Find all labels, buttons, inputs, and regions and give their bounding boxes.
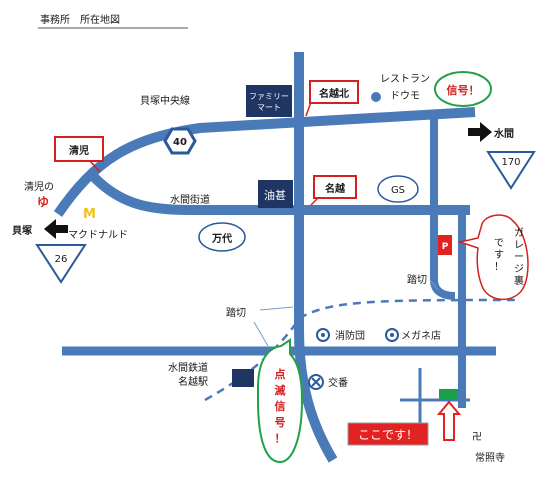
glasses-shop-icon-dot xyxy=(390,333,394,337)
blink-char-2: 信 xyxy=(275,399,286,413)
blink-char-4: ！ xyxy=(275,432,286,445)
fire-station-icon-dot xyxy=(321,333,325,337)
garage-char-0: ガ xyxy=(514,227,524,239)
kiyoko-label: 清児 xyxy=(69,144,89,157)
parking-box: P xyxy=(438,235,452,255)
blink-char-0: 点 xyxy=(275,367,286,381)
here-label: ここです！ xyxy=(358,428,418,442)
nagoshi-kita-label: 名越北 xyxy=(319,87,349,100)
garage-char-7: ！ xyxy=(494,262,504,273)
police-box-label: 交番 xyxy=(328,376,348,389)
mcdonalds-logo-icon: M xyxy=(83,207,96,222)
route-170-shield: 170 xyxy=(486,151,536,190)
family-mart-line1: ファミリー xyxy=(249,92,289,101)
mizuma-kaido-road xyxy=(88,171,470,215)
route-26-label: 26 xyxy=(55,254,68,265)
fumikiri-left-pointer xyxy=(259,306,294,311)
fumikiri-right-label: 踏切 xyxy=(407,273,427,286)
fumikiri-right-pointer xyxy=(429,279,439,291)
black-arrow-left-icon xyxy=(44,219,68,239)
kiyoko-box: 清児 xyxy=(54,136,104,173)
red-arrow-up-icon xyxy=(436,400,462,441)
restaurant-line1: レストラン xyxy=(380,73,430,85)
mcdonalds-label: マクドナルド xyxy=(68,229,128,241)
route-170-label: 170 xyxy=(501,157,520,168)
railway-line xyxy=(204,298,521,402)
mizuma-arrow-label: 水間 xyxy=(493,127,514,140)
station-line2: 名越駅 xyxy=(178,375,208,388)
station-line1: 水間鉄道 xyxy=(168,361,208,374)
garage-char-1: レ xyxy=(514,240,524,251)
signal-label: 信号！ xyxy=(447,83,480,97)
family-mart-line2: マート xyxy=(257,103,281,112)
restaurant-line2: ドウモ xyxy=(390,90,420,102)
nagoshi-box: 名越 xyxy=(310,175,357,206)
family-mart-box: ファミリー マート xyxy=(246,85,292,117)
right-vertical-road xyxy=(430,114,456,300)
aburaji-label: 油甚 xyxy=(264,188,286,202)
manji-icon: 卍 xyxy=(472,431,482,443)
garage-char-5: で xyxy=(494,238,504,249)
glasses-shop-label: メガネ店 xyxy=(401,329,441,342)
kaizuka-chuo-label: 貝塚中央線 xyxy=(140,94,190,107)
parking-label: P xyxy=(442,242,449,252)
blink-char-3: 号 xyxy=(275,416,286,429)
temple-branch-road xyxy=(400,368,470,425)
mandai: 万代 xyxy=(198,222,246,252)
page-title: 事務所 所在地図 xyxy=(40,13,120,26)
kaizuka-arrow-label: 貝塚 xyxy=(12,224,32,237)
mizuma-kaido-label: 水間街道 xyxy=(170,193,210,206)
route-40-shield: 40 xyxy=(163,127,197,155)
gas-station-label: GS xyxy=(391,185,405,196)
kiyoko-no-label: 清児の xyxy=(24,180,54,193)
fumikiri-left-label: 踏切 xyxy=(226,306,246,319)
blink-signal-bubble: 点 滅 信 号 ！ xyxy=(257,338,304,464)
gas-station: GS xyxy=(377,175,419,203)
here-label-box: ここです！ xyxy=(347,422,429,446)
route-40-label: 40 xyxy=(173,137,187,148)
garage-char-6: す xyxy=(494,249,504,261)
yu-label: ゆ xyxy=(37,195,49,209)
route-26-shield: 26 xyxy=(35,244,87,284)
mizuma-arrow: 水間 xyxy=(468,122,514,142)
mandai-label: 万代 xyxy=(211,232,232,245)
nagoshi-kita-box: 名越北 xyxy=(305,80,359,117)
main-vertical-road xyxy=(294,52,338,463)
aburaji-box: 油甚 xyxy=(258,180,293,208)
police-box-icon xyxy=(308,374,324,390)
garage-bubble: ガ レ ー ジ 裏 で す ！ xyxy=(457,214,529,300)
restaurant-icon xyxy=(371,92,381,102)
fire-station-label: 消防団 xyxy=(335,329,365,342)
temple-label: 常照寺 xyxy=(475,451,505,464)
fumikiri-left-pointer-2 xyxy=(253,321,269,347)
garage-char-4: 裏 xyxy=(514,274,524,287)
kaizuka-arrow: 貝塚 xyxy=(12,219,68,239)
black-arrow-right-icon xyxy=(468,122,492,142)
destination-marker xyxy=(439,389,458,400)
blink-char-1: 滅 xyxy=(275,383,286,397)
garage-char-3: ジ xyxy=(514,264,524,275)
signal-bubble: 信号！ xyxy=(434,71,492,107)
garage-char-2: ー xyxy=(514,252,524,263)
nagoshi-label: 名越 xyxy=(325,182,346,195)
station-box xyxy=(232,369,254,387)
